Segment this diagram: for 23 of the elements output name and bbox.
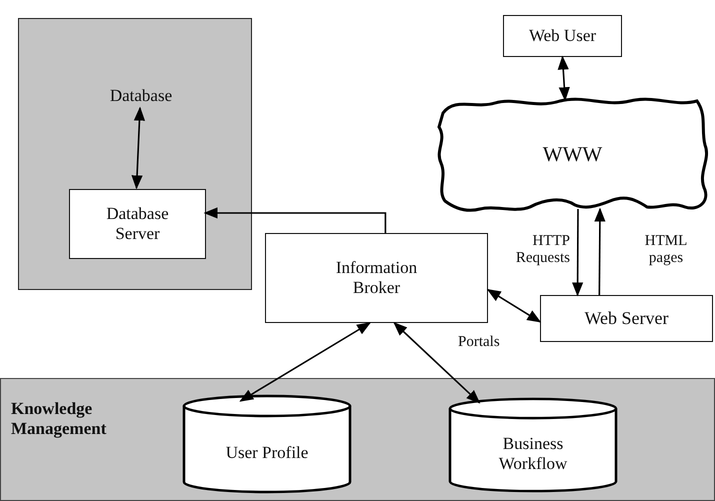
arrow	[131, 106, 146, 190]
node-label: Web Server	[584, 308, 668, 330]
node-label: Web User	[528, 26, 596, 46]
arrow	[594, 208, 606, 295]
process-box	[503, 15, 622, 57]
node-label: User Profile	[226, 442, 308, 464]
arrow	[572, 209, 584, 296]
band-heading: Knowledge Management	[11, 399, 108, 440]
node-label: Database	[110, 86, 172, 106]
arrow	[393, 322, 480, 404]
band-panel	[0, 378, 715, 501]
arrow	[239, 322, 371, 402]
process-box	[265, 233, 488, 323]
arrow	[486, 288, 542, 323]
arrow	[558, 56, 570, 102]
process-box	[540, 295, 713, 342]
node-label: WWW	[542, 142, 602, 168]
node-label: Information Broker	[334, 258, 418, 298]
panel-background	[18, 18, 252, 290]
node-label: Database Server	[105, 204, 170, 244]
node-label: Business Workflow	[498, 434, 568, 474]
process-box	[69, 189, 206, 259]
arrow	[204, 207, 386, 233]
